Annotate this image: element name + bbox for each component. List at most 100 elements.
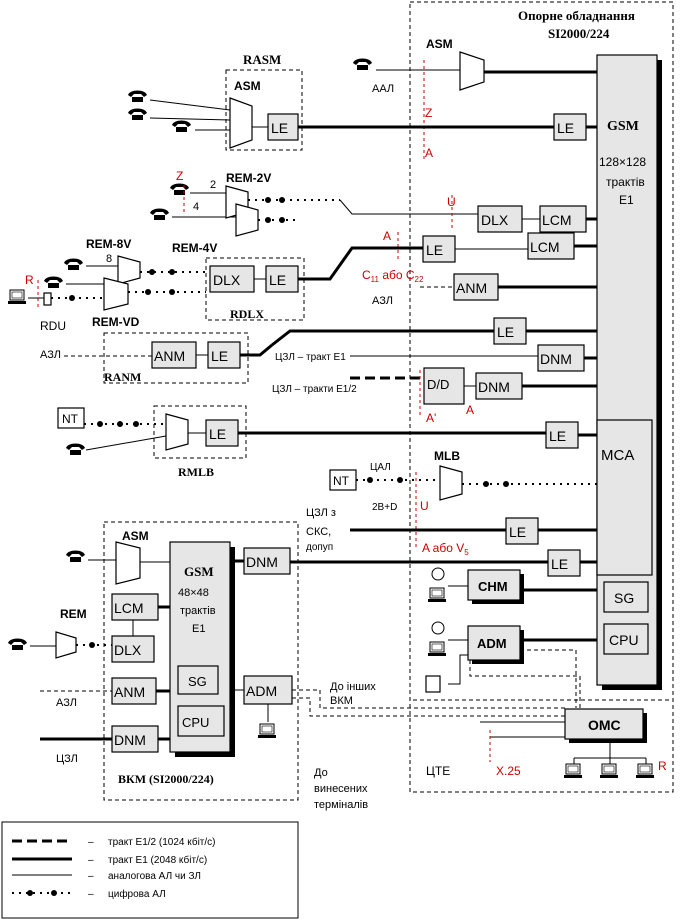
pc-icon xyxy=(599,763,619,779)
pc-icon xyxy=(635,763,655,779)
asm-top-label: ASM xyxy=(426,37,453,51)
to-remote-line3: терміналів xyxy=(314,799,368,811)
bd-label: 2B+D xyxy=(372,502,397,513)
dd-block xyxy=(423,367,465,405)
rasm-asm-mux xyxy=(229,97,253,149)
czl-cks3-label: допуп xyxy=(306,542,333,553)
remvd-label: REM-VD xyxy=(92,315,140,329)
vkm-frame xyxy=(103,521,299,801)
adm-ref-block xyxy=(467,625,521,661)
phone-icon xyxy=(8,638,27,650)
rmlb-mux xyxy=(165,413,189,451)
gsm-label: GSM xyxy=(607,119,639,134)
vkm-adm-label: ADM xyxy=(246,683,277,699)
rdlx-title: RDLX xyxy=(230,307,264,321)
to-other-vkm-line2: ВКМ xyxy=(330,695,353,707)
azl-mid-label: АЗЛ xyxy=(372,295,393,307)
iface-z-label: Z xyxy=(425,106,432,120)
digital-line-dots xyxy=(69,197,509,648)
rasm-frame xyxy=(225,69,303,151)
rdlx-dlx-block xyxy=(209,265,255,293)
rem8v-mux xyxy=(117,255,141,285)
vkm-cpu-block xyxy=(177,705,225,737)
chm-block xyxy=(467,569,521,601)
le-top-block xyxy=(553,113,587,141)
vkm-sg-label: SG xyxy=(188,674,207,689)
rem2v-n2: 2 xyxy=(210,179,216,191)
gsm-size: 128×128 xyxy=(599,155,646,169)
phone-icon xyxy=(170,183,189,195)
pc-icon xyxy=(427,641,447,657)
lcm-row3-block xyxy=(527,232,575,260)
pc-icon xyxy=(7,289,27,305)
iface-a1-label: A xyxy=(425,146,433,160)
legend-text: цифрова АЛ xyxy=(108,888,166,900)
cpu-ref-label: CPU xyxy=(609,632,639,648)
rdlx-frame xyxy=(205,257,305,321)
sg-ref-block xyxy=(603,581,649,613)
legend-dash: – xyxy=(88,855,94,866)
to-other-vkm-line1: До інших xyxy=(330,681,376,693)
reference-title-line1: Опорне обладнання xyxy=(518,8,635,23)
lcm-row3-label: LCM xyxy=(530,239,560,255)
phone-icon xyxy=(128,90,147,102)
dd-label: D/D xyxy=(427,377,449,392)
legend-item-analog: – аналогова АЛ чи ЗЛ xyxy=(12,871,201,882)
iface-a-prime-label: A' xyxy=(426,411,436,425)
phone-icon xyxy=(66,443,85,455)
c-iface-label: C11 або C22 xyxy=(362,268,424,284)
pc-icon xyxy=(563,763,583,779)
legend-text: тракт E1/2 (1024 кбіт/с) xyxy=(108,836,216,848)
vkm-sg-block xyxy=(177,665,219,695)
phone-icon xyxy=(150,208,169,220)
rmlb-le-label: LE xyxy=(209,426,226,442)
mca-label: MCA xyxy=(601,447,634,464)
lcm-top-label: LCM xyxy=(542,212,572,228)
gsm-block xyxy=(596,54,658,686)
legend-item-digital: – цифрова АЛ xyxy=(12,888,166,900)
reference-title-line2: SI2000/224 xyxy=(548,26,610,41)
vkm-gsm-label: GSM xyxy=(184,564,214,579)
legend-text: тракт E1 (2048 кбіт/с) xyxy=(108,854,207,866)
r-left-label: R xyxy=(25,273,34,287)
le-row11-label: LE xyxy=(551,556,568,572)
rasm-le-label: LE xyxy=(271,120,288,136)
mca-block xyxy=(596,419,653,576)
mlb-label: MLB xyxy=(434,449,460,463)
vkm-gsm-e1: E1 xyxy=(192,623,205,635)
dnm-row6-label: DNM xyxy=(540,351,572,367)
ctf-label: ЦТЕ xyxy=(426,764,450,778)
sg-ref-label: SG xyxy=(614,590,634,606)
czl-cks1-label: ЦЗЛ з xyxy=(306,507,336,519)
dnm-row7-label: DNM xyxy=(478,379,510,395)
czl-cks2-label: СКС, xyxy=(306,526,331,538)
a-or-v-label: A або V5 xyxy=(422,541,469,557)
phone-icon xyxy=(44,276,63,288)
pc-icon xyxy=(257,723,277,739)
vkm-gsm-size: 48×48 xyxy=(178,587,209,599)
legend-item-e1: – тракт E1 (2048 кбіт/с) xyxy=(12,854,207,866)
n8-label: 8 xyxy=(106,253,112,265)
iface-u2-label: U xyxy=(420,499,429,513)
chm-label: CHM xyxy=(478,579,508,594)
rmlb-frame xyxy=(153,405,247,459)
anm-mid-label: ANM xyxy=(456,280,487,296)
vkm-anm-label: ANM xyxy=(114,684,145,700)
rdu-label: RDU xyxy=(40,319,66,333)
pc-icon xyxy=(427,587,447,603)
vkm-title: ВКМ (SI2000/224) xyxy=(118,772,214,786)
legend-frame xyxy=(1,821,299,919)
iface-u1-label: U xyxy=(447,195,456,209)
legend-dash: – xyxy=(88,889,94,900)
rem-left-label: REM xyxy=(60,607,87,621)
le-row8-label: LE xyxy=(549,428,566,444)
nt-left-label: NT xyxy=(62,412,79,426)
rasm-title: RASM xyxy=(243,52,281,67)
rem2v-mux-2 xyxy=(235,203,259,237)
rdu-block xyxy=(43,292,52,306)
pc-small-block xyxy=(425,675,441,693)
czl-e1-label: ЦЗЛ – тракт E1 xyxy=(275,352,346,363)
legend-dash: – xyxy=(88,837,94,848)
rdlx-le-label: LE xyxy=(269,272,286,288)
